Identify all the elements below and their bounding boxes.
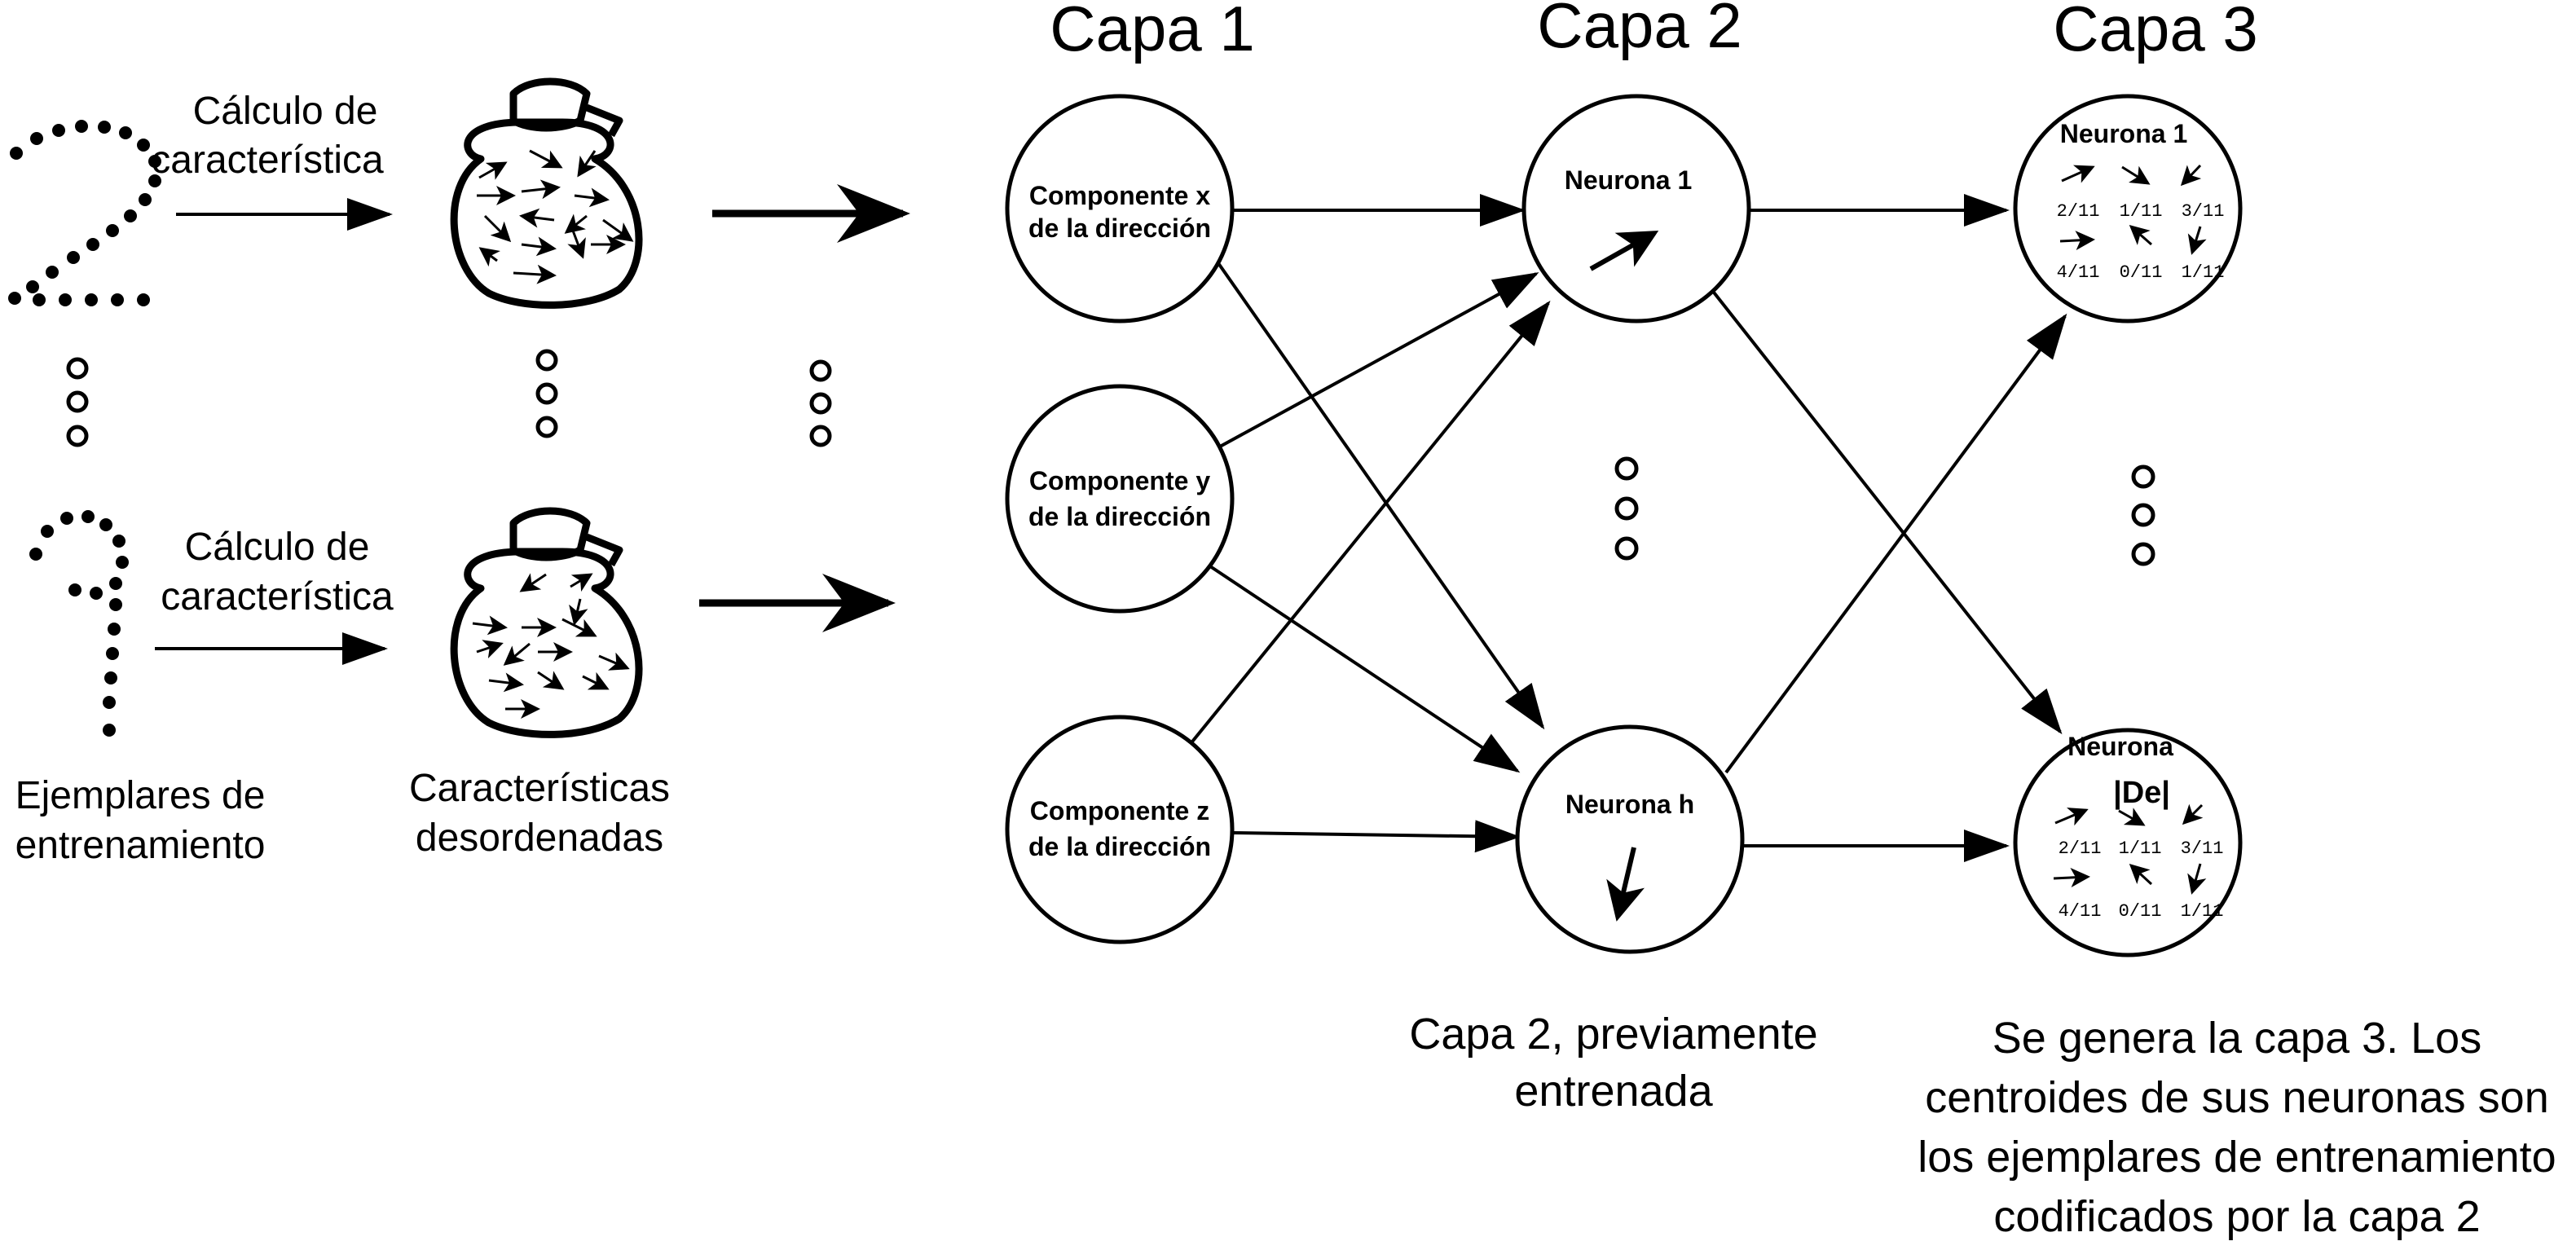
ellipsis-layer3 [2131, 464, 2155, 566]
l3nde-bot-1: 0/11 [2119, 901, 2162, 922]
layer1-node-z-label-line1: Componente z [1030, 796, 1209, 825]
feature-calc-label-bottom-line1: Cálculo de [185, 526, 370, 569]
arrow-icon-ne [1589, 231, 1659, 271]
ellipsis-examples [66, 357, 89, 447]
feature-calc-label-top-line1: Cálculo de [193, 90, 378, 133]
unordered-features-label-line2: desordenadas [416, 816, 663, 860]
l3n1-bot-2: 1/11 [2182, 262, 2225, 283]
ellipsis-features [535, 349, 558, 438]
ellipsis-layer2 [1614, 456, 1639, 561]
l3nde-bot-0: 4/11 [2059, 901, 2102, 922]
layer3-caption-line3: los ejemplares de entrenamiento [1918, 1133, 2556, 1182]
l3n1-top-0: 2/11 [2057, 201, 2100, 222]
dotted-digit-nine [29, 510, 129, 737]
layer1-node-x-label-line1: Componente x [1029, 181, 1210, 210]
feature-bag-arrows-bottom [472, 573, 630, 719]
ellipsis-arrows [809, 359, 832, 447]
feature-calc-label-bottom-line2: característica [161, 575, 394, 618]
layer1-node-z: Componente z de la dirección [1005, 715, 1235, 944]
layer2-title: Capa 2 [1537, 0, 1742, 61]
layer1-node-z-label-line2: de la dirección [1028, 832, 1211, 861]
layer2-neuron-1: Neurona 1 [1521, 94, 1751, 324]
layer3-neuron-1-label: Neurona 1 [2060, 119, 2187, 148]
layer1-title: Capa 1 [1050, 0, 1255, 64]
training-examples-label-line1: Ejemplares de [15, 774, 266, 817]
layer3-title: Capa 3 [2053, 0, 2258, 64]
training-examples-label-line2: entrenamiento [15, 824, 266, 867]
arrow-icon-sw [1606, 847, 1645, 922]
layer3-neuron-de-label-line2: |De| [2113, 776, 2170, 810]
feature-calc-label-top-line2: característica [151, 139, 384, 182]
l3n1-top-1: 1/11 [2120, 201, 2163, 222]
l3nde-top-2: 3/11 [2181, 838, 2224, 859]
layer3-neuron-de-arrow-icons [2053, 803, 2207, 895]
layer1-node-x: Componente x de la dirección [1005, 94, 1235, 324]
layer1-node-x-label-line2: de la dirección [1028, 213, 1211, 243]
l3n1-bot-0: 4/11 [2057, 262, 2100, 283]
layer2-caption-line1: Capa 2, previamente [1409, 1010, 1817, 1059]
layer2-neuron-1-label: Neurona 1 [1565, 165, 1692, 195]
layer3-neuron-1-arrow-icons [2059, 164, 2207, 255]
l3nde-bot-2: 1/11 [2181, 901, 2224, 922]
layer2-neuron-h: Neurona h [1515, 724, 1745, 954]
layer1-node-y: Componente y de la dirección [1005, 384, 1235, 614]
l3n1-bot-1: 0/11 [2120, 262, 2163, 283]
layer1-node-y-label-line2: de la dirección [1028, 502, 1211, 531]
layer3-neuron-de-label-line1: Neurona [2067, 732, 2173, 761]
layer2-caption-line2: entrenada [1514, 1067, 1713, 1116]
layer2-neuron-h-label: Neurona h [1565, 790, 1694, 819]
layer3-caption-line1: Se genera la capa 3. Los [1993, 1014, 2481, 1063]
layer3-caption-line4: codificados por la capa 2 [1993, 1192, 2480, 1241]
l3nde-top-1: 1/11 [2119, 838, 2162, 859]
layer1-node-y-label-line1: Componente y [1029, 466, 1210, 495]
unordered-features-label-line1: Características [409, 767, 670, 810]
feature-bag-icon-bottom [450, 507, 643, 738]
layer3-neuron-de: Neurona |De| 2/11 1/11 3/11 4/11 0/11 1/… [2013, 728, 2243, 957]
l3n1-top-2: 3/11 [2182, 201, 2225, 222]
layer3-neuron-1: Neurona 1 2/11 1/11 3/11 4/11 0/11 1/11 [2013, 94, 2243, 324]
layer3-caption-line2: centroides de sus neuronas son [1925, 1073, 2549, 1122]
dotted-digit-two [8, 120, 161, 306]
feature-bag-arrows-top [477, 149, 634, 284]
l3nde-top-0: 2/11 [2059, 838, 2102, 859]
network-connections [1184, 194, 2067, 862]
feature-bag-icon-top [450, 77, 643, 309]
